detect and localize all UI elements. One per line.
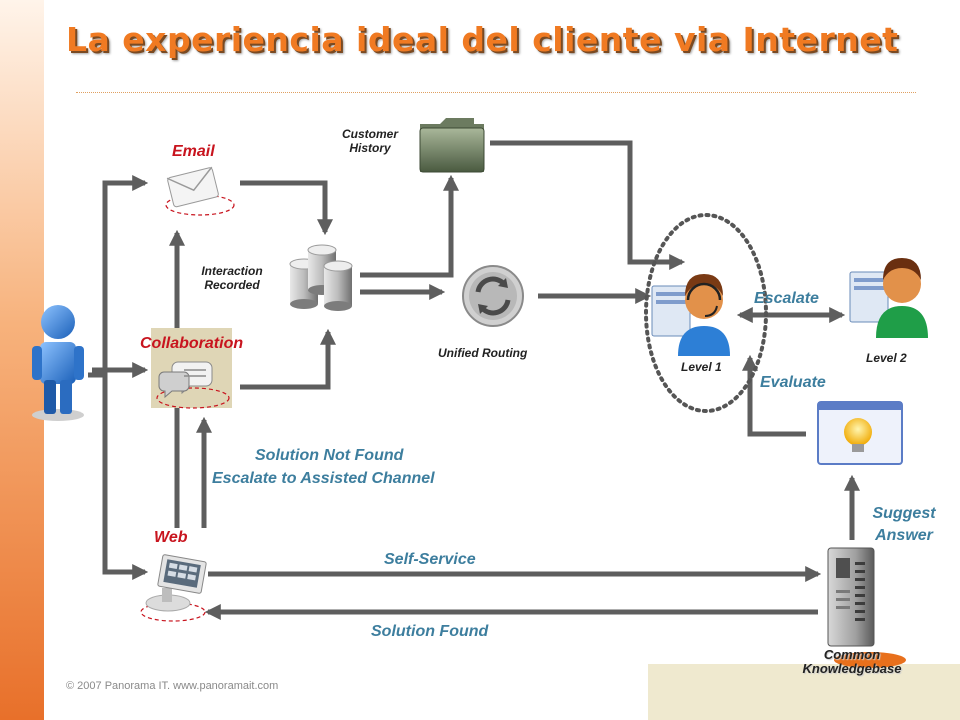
email-label: Email xyxy=(172,143,215,160)
arrow-user-email xyxy=(88,174,149,378)
arrow-history-level1 xyxy=(490,140,686,271)
footer-box xyxy=(648,664,960,720)
evaluate-label: Evaluate xyxy=(760,374,826,391)
web-label: Web xyxy=(154,529,188,546)
footer-copyright: © 2007 Panorama IT. www.panoramait.com xyxy=(66,680,279,692)
escalate-label: Escalate xyxy=(754,290,819,307)
arrow-email-interaction xyxy=(240,180,334,236)
server-icon xyxy=(827,547,906,668)
level2-agent-icon[interactable] xyxy=(849,258,928,338)
title-divider xyxy=(76,92,916,93)
routing-icon xyxy=(462,265,524,327)
arrow-user-web xyxy=(88,372,149,581)
web-computer-icon[interactable] xyxy=(140,554,207,622)
unified-routing-label: Unified Routing xyxy=(438,346,528,360)
interaction-recorded-label: Interaction Recorded xyxy=(201,264,263,292)
folder-icon[interactable] xyxy=(419,118,485,173)
arrow-evaluate xyxy=(741,354,806,437)
arrow-collab-interaction xyxy=(240,328,337,390)
solution-not-found-label: Solution Not Found xyxy=(255,447,404,464)
level1-agent-icon[interactable] xyxy=(651,274,730,356)
database-icon xyxy=(289,244,353,311)
collaboration-icon[interactable] xyxy=(151,328,232,409)
self-service-label: Self-Service xyxy=(384,551,476,568)
collaboration-label: Collaboration xyxy=(140,335,244,352)
common-knowledgebase-label: Common Knowledgebase xyxy=(802,647,902,676)
arrow-interaction-history xyxy=(360,174,460,278)
level2-label: Level 2 xyxy=(866,351,907,365)
solution-found-label: Solution Found xyxy=(371,623,489,640)
escalate-assisted-label: Escalate to Assisted Channel xyxy=(212,470,435,487)
level1-label: Level 1 xyxy=(681,360,722,374)
level1-highlight-ellipse xyxy=(644,213,768,413)
customer-user-icon[interactable] xyxy=(32,305,84,421)
page-title: La experiencia ideal del cliente via Int… xyxy=(66,20,899,59)
customer-history-label: Customer History xyxy=(341,127,398,155)
lightbulb-window-icon xyxy=(817,401,903,465)
suggest-answer-label: Suggest Answer xyxy=(872,505,936,544)
email-icon[interactable] xyxy=(165,166,235,216)
